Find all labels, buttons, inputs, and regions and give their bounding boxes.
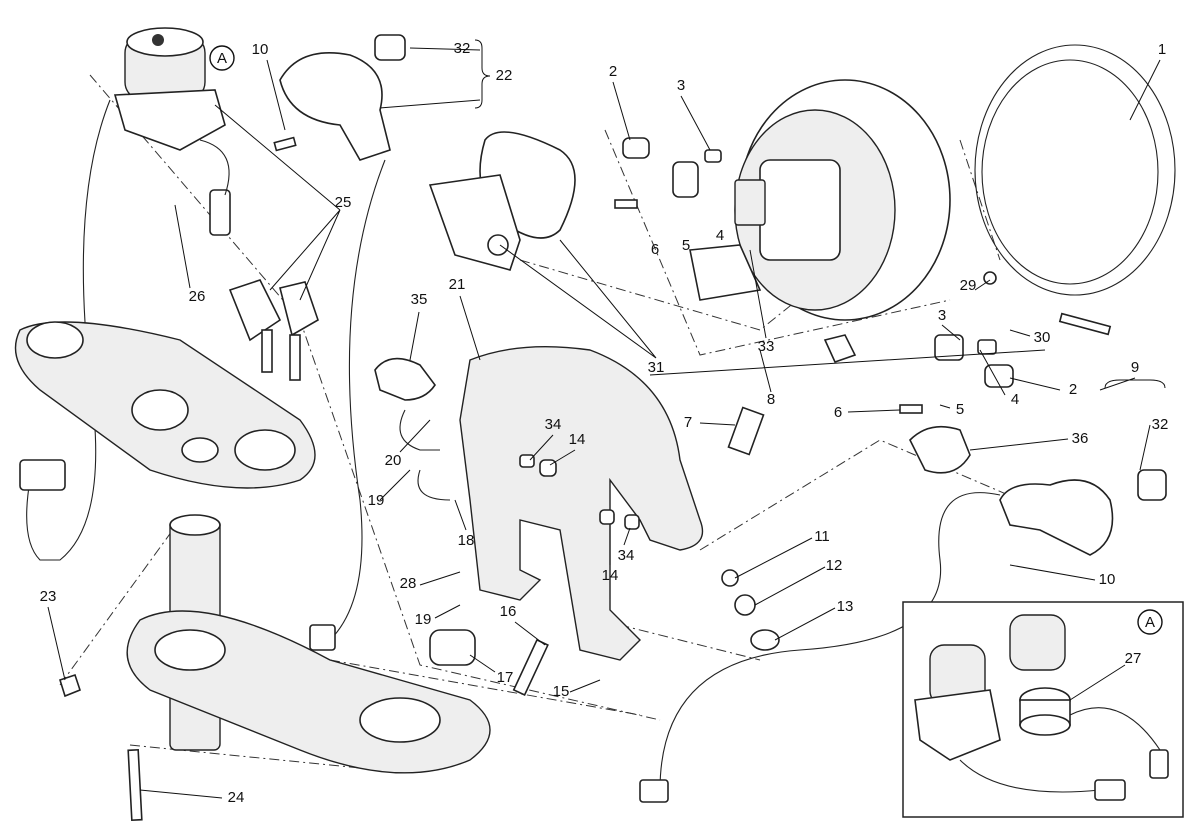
- detail-marker-a: A: [209, 45, 235, 71]
- callout-6: 6: [651, 241, 659, 258]
- svg-text:A: A: [1145, 614, 1155, 631]
- callout-29: 29: [960, 277, 977, 294]
- ignition-switch: [113, 27, 231, 236]
- callout-21: 21: [449, 276, 466, 293]
- steering-head: [14, 321, 491, 822]
- callout-22: 22: [496, 67, 513, 84]
- callout-5: 5: [956, 401, 964, 418]
- callout-2: 2: [1069, 381, 1077, 398]
- callout-4: 4: [1011, 391, 1019, 408]
- callout-26: 26: [189, 288, 206, 305]
- callout-10: 10: [1099, 571, 1116, 588]
- callout-15: 15: [553, 683, 570, 700]
- callout-20: 20: [385, 452, 402, 469]
- callout-19: 19: [368, 492, 385, 509]
- svg-text:A: A: [217, 50, 227, 67]
- headlight-ring: [974, 44, 1176, 296]
- callout-8: 8: [767, 391, 775, 408]
- turn-indicator-rear: [721, 425, 1167, 651]
- callout-32: 32: [1152, 416, 1169, 433]
- callout-13: 13: [837, 598, 854, 615]
- callout-9: 9: [1131, 359, 1139, 376]
- callout-4: 4: [716, 227, 724, 244]
- callout-18: 18: [458, 532, 475, 549]
- turn-indicator-front: [273, 34, 406, 161]
- callout-25: 25: [335, 194, 352, 211]
- callout-14: 14: [602, 567, 619, 584]
- callout-31: 31: [648, 359, 665, 376]
- callout-1: 1: [1158, 41, 1166, 58]
- callout-12: 12: [826, 557, 843, 574]
- detail-marker-a-inset: A: [1137, 609, 1163, 635]
- headlight-bracket: [374, 345, 704, 696]
- callout-17: 17: [497, 669, 514, 686]
- callout-16: 16: [500, 603, 517, 620]
- turn-signal-wire: [329, 159, 386, 641]
- callout-34: 34: [545, 416, 562, 433]
- detail-inset: [902, 601, 1184, 818]
- wire-harness: [26, 99, 111, 561]
- connector: [309, 624, 336, 651]
- gasket-plate: [428, 131, 576, 271]
- callout-23: 23: [40, 588, 57, 605]
- callout-6: 6: [834, 404, 842, 421]
- leader-lines: [47, 39, 1166, 799]
- connector: [639, 779, 669, 803]
- callout-3: 3: [677, 77, 685, 94]
- callouts: 1 2 3 2 3 4 5 6 4 5 6 7 8 9 10 10 11 12 …: [40, 40, 1169, 806]
- callout-10: 10: [252, 41, 269, 58]
- callout-28: 28: [400, 575, 417, 592]
- callout-24: 24: [228, 789, 245, 806]
- callout-27: 27: [1125, 650, 1142, 667]
- callout-36: 36: [1072, 430, 1089, 447]
- headlight: [689, 79, 951, 321]
- callout-3: 3: [938, 307, 946, 324]
- callout-2: 2: [609, 63, 617, 80]
- callout-30: 30: [1034, 329, 1051, 346]
- callout-19: 19: [415, 611, 432, 628]
- callout-5: 5: [682, 237, 690, 254]
- callout-33: 33: [758, 338, 775, 355]
- keys: [228, 279, 319, 381]
- callout-32: 32: [454, 40, 471, 57]
- callout-11: 11: [814, 528, 830, 545]
- hardware: [614, 137, 1112, 456]
- callout-14: 14: [569, 431, 586, 448]
- rear-signal-wire: [659, 492, 1001, 791]
- callout-7: 7: [684, 414, 692, 431]
- callout-34: 34: [618, 547, 635, 564]
- connector: [19, 459, 66, 491]
- callout-35: 35: [411, 291, 428, 308]
